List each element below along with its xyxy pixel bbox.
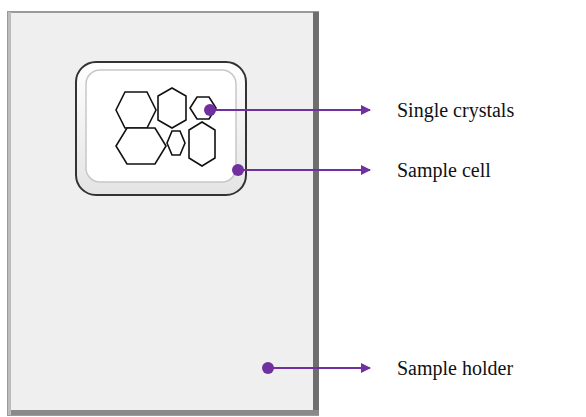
holder-label: Sample holder (397, 356, 513, 380)
crystals (116, 88, 216, 166)
cell-label: Sample cell (397, 158, 491, 182)
sample-holder (8, 12, 319, 415)
sample-cell (76, 62, 246, 195)
leader-lines (204, 104, 370, 374)
crystal-label: Single crystals (397, 98, 514, 122)
